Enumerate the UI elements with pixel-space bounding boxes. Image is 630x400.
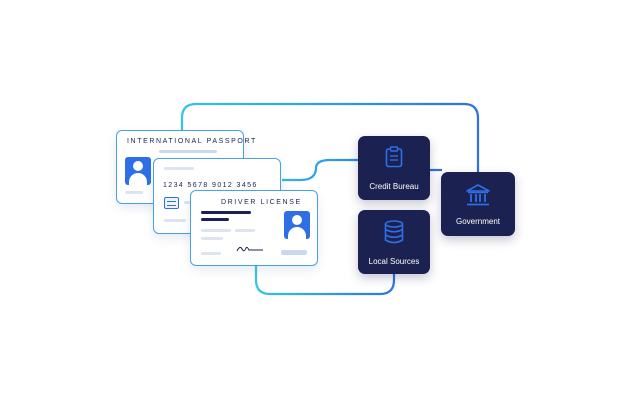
card-chip-icon xyxy=(164,197,179,209)
license-line xyxy=(201,237,223,240)
credit-bureau-label: Credit Bureau xyxy=(369,182,419,191)
driver-license-title: DRIVER LICENSE xyxy=(221,199,302,206)
local-sources-node: Local Sources xyxy=(358,210,430,274)
local-sources-label: Local Sources xyxy=(368,257,420,266)
database-icon xyxy=(384,220,404,244)
connector-license-localsources xyxy=(254,264,396,296)
passport-title: INTERNATIONAL PASSPORT xyxy=(127,138,257,145)
license-photo-icon xyxy=(284,211,310,239)
connector-passport-government xyxy=(180,102,480,172)
government-node: Government xyxy=(441,172,515,236)
connector-card-creditbureau xyxy=(282,158,358,182)
passport-line xyxy=(125,191,143,194)
passport-line xyxy=(159,150,217,153)
credit-card-line xyxy=(184,201,194,204)
credit-card-line xyxy=(164,219,186,222)
government-label: Government xyxy=(455,217,501,226)
passport-photo-icon xyxy=(125,157,151,185)
credit-bureau-node: Credit Bureau xyxy=(358,136,430,200)
government-building-icon xyxy=(466,184,490,206)
driver-license-card: DRIVER LICENSE xyxy=(190,190,318,266)
license-line xyxy=(201,211,251,214)
credit-card-line xyxy=(164,167,194,170)
license-line xyxy=(235,229,255,232)
license-line xyxy=(201,229,231,232)
license-line xyxy=(281,250,307,255)
clipboard-icon xyxy=(385,146,403,168)
license-line xyxy=(201,252,221,255)
license-line xyxy=(201,218,229,221)
credit-card-number: 1234 5678 9012 3456 xyxy=(163,182,258,189)
signature-icon xyxy=(236,246,263,252)
